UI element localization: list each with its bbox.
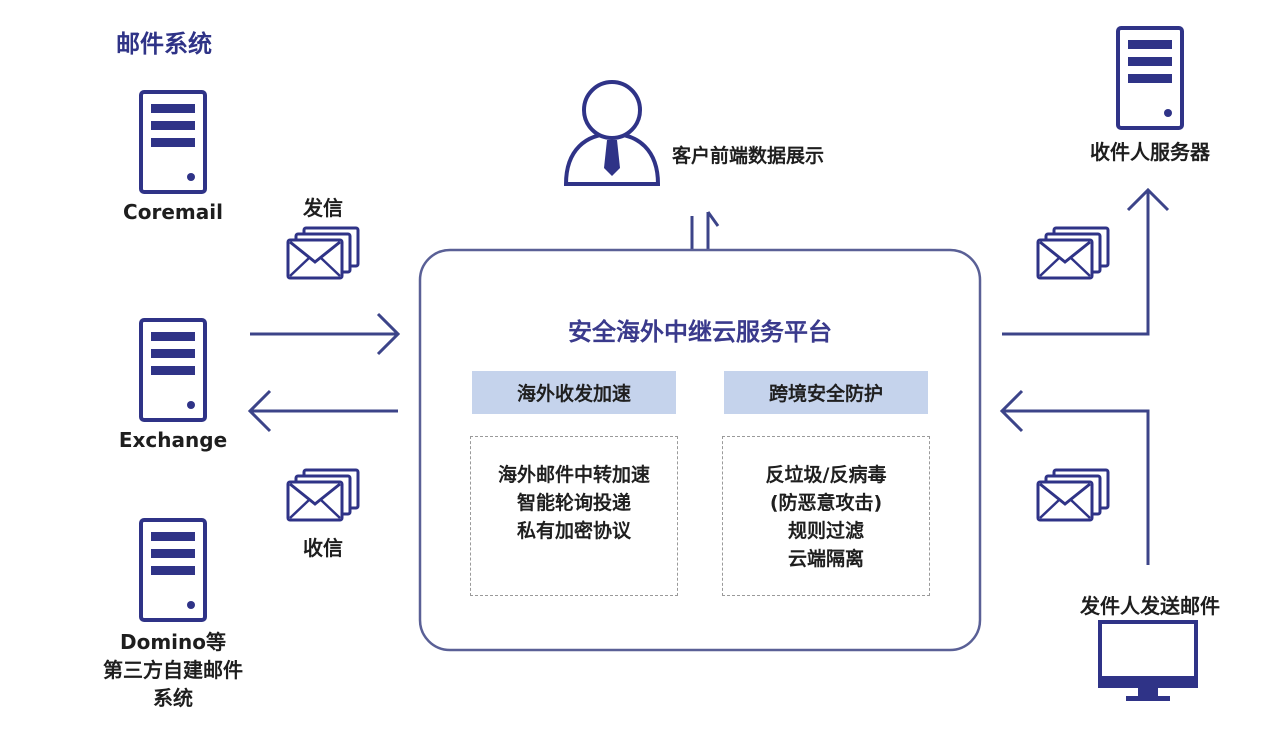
label-send: 发信 bbox=[303, 196, 343, 220]
list-item: 规则过滤 bbox=[787, 520, 864, 542]
arrow-send-to-platform bbox=[250, 312, 401, 356]
label-sender: 发件人发送邮件 bbox=[1080, 594, 1220, 618]
module-body-acceleration: 海外邮件中转加速 智能轮询投递 私有加密协议 bbox=[470, 436, 678, 596]
list-item: (防恶意攻击) bbox=[769, 492, 883, 514]
label-exchange: Exchange bbox=[118, 428, 228, 452]
label-receive: 收信 bbox=[303, 536, 343, 560]
server-icon-coremail bbox=[139, 90, 207, 194]
arrow-platform-to-recipient bbox=[1002, 187, 1170, 336]
platform-container bbox=[418, 248, 982, 652]
list-item: 云端隔离 bbox=[787, 548, 864, 570]
server-icon-domino bbox=[139, 518, 207, 622]
mail-icon-outbound bbox=[1036, 226, 1110, 280]
mail-icon-send bbox=[286, 226, 360, 280]
monitor-icon bbox=[1098, 620, 1198, 701]
module-body-security: 反垃圾/反病毒 (防恶意攻击) 规则过滤 云端隔离 bbox=[722, 436, 930, 596]
mail-icon-receive bbox=[286, 468, 360, 522]
module-header-security: 跨境安全防护 bbox=[724, 371, 928, 414]
module-header-acceleration: 海外收发加速 bbox=[472, 371, 676, 414]
user-icon bbox=[563, 80, 661, 186]
mail-icon-inbound bbox=[1036, 468, 1110, 522]
server-icon-recipient bbox=[1116, 26, 1184, 130]
list-item: 智能轮询投递 bbox=[516, 492, 631, 514]
list-item: 反垃圾/反病毒 bbox=[765, 464, 887, 486]
list-item: 海外邮件中转加速 bbox=[497, 464, 650, 486]
label-recipient-server: 收件人服务器 bbox=[1090, 140, 1210, 164]
list-item: 私有加密协议 bbox=[516, 520, 631, 542]
label-coremail: Coremail bbox=[123, 200, 223, 224]
label-client-display: 客户前端数据展示 bbox=[672, 145, 825, 167]
server-icon-exchange bbox=[139, 318, 207, 422]
arrow-receive-from-platform bbox=[247, 389, 398, 433]
page-title: 邮件系统 bbox=[116, 30, 212, 58]
label-domino: Domino等 第三方自建邮件 系统 bbox=[103, 630, 243, 710]
platform-title: 安全海外中继云服务平台 bbox=[568, 318, 832, 346]
arrow-sender-to-platform bbox=[999, 389, 1150, 565]
